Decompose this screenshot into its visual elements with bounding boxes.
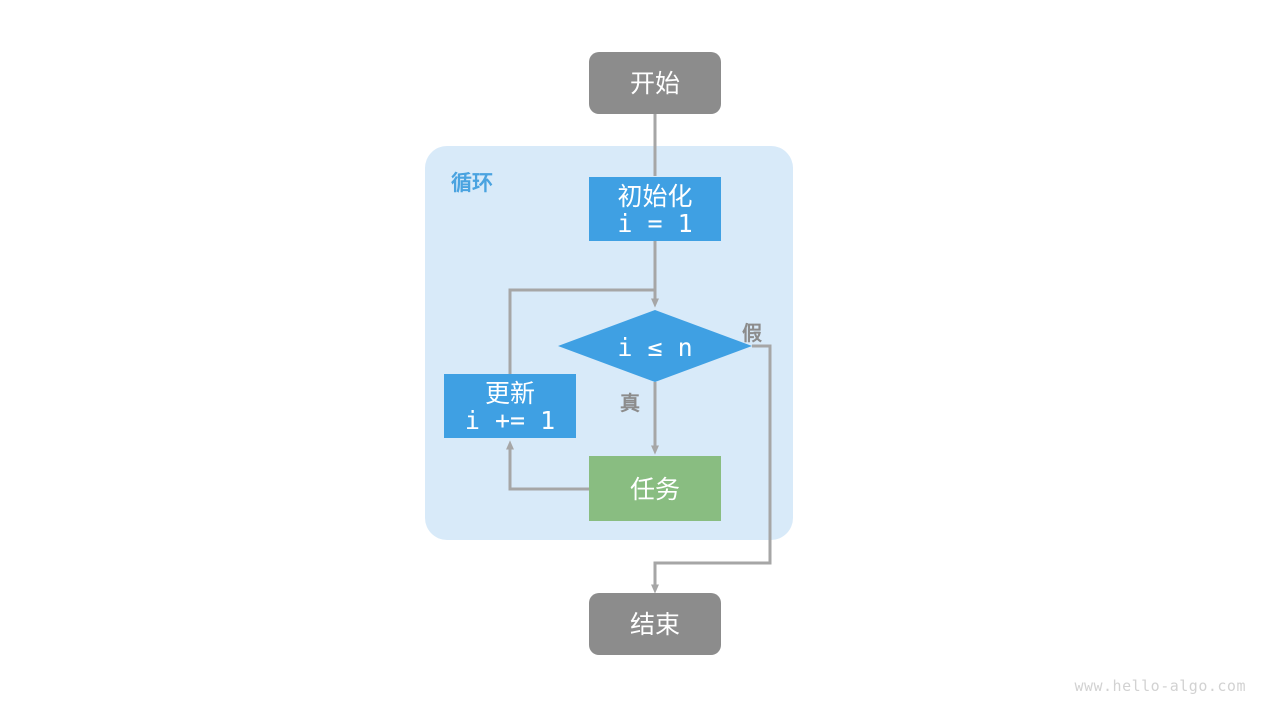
- update-node-label-line1: 更新: [485, 379, 535, 408]
- init-node[interactable]: 初始化 i = 1: [589, 177, 721, 241]
- end-node[interactable]: 结束: [589, 593, 721, 655]
- update-node[interactable]: 更新 i += 1: [444, 374, 576, 438]
- edge-update-to-condition: [508, 288, 655, 374]
- task-node-shape[interactable]: [589, 456, 721, 521]
- init-node-label-line1: 初始化: [617, 182, 692, 211]
- condition-node-shape[interactable]: [558, 310, 752, 382]
- start-node-label: 开始: [630, 69, 680, 98]
- watermark: www.hello-algo.com: [1074, 677, 1246, 695]
- update-node-shape[interactable]: [444, 374, 576, 438]
- edge-label-false: 假: [742, 321, 763, 345]
- edge-task-to-update: [506, 440, 589, 491]
- condition-node-label: i ≤ n: [617, 333, 692, 362]
- update-node-label-line2: i += 1: [465, 406, 555, 435]
- task-node-label: 任务: [630, 475, 680, 504]
- start-node[interactable]: 开始: [589, 52, 721, 114]
- loop-group-label: 循环: [451, 171, 493, 195]
- condition-node[interactable]: i ≤ n: [558, 310, 752, 382]
- start-node-shape[interactable]: [589, 52, 721, 114]
- edge-condition-false-to-end: [651, 344, 772, 594]
- init-node-shape[interactable]: [589, 177, 721, 241]
- task-node[interactable]: 任务: [589, 456, 721, 521]
- init-node-label-line2: i = 1: [617, 209, 692, 238]
- edge-label-true: 真: [620, 391, 640, 415]
- edge-layer: 真 假: [506, 114, 772, 594]
- end-node-label: 结束: [630, 610, 680, 639]
- end-node-shape[interactable]: [589, 593, 721, 655]
